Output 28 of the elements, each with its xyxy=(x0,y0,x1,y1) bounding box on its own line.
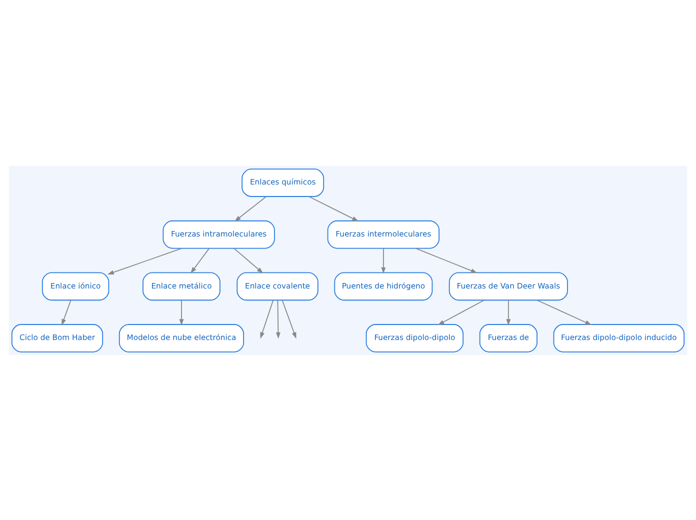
arrow xyxy=(276,299,280,338)
node-box: Fuerzas de xyxy=(479,324,538,352)
node-box: Fuerzas dipolo-dipolo xyxy=(366,324,464,352)
node-box: Fuerzas intermoleculares xyxy=(327,220,440,248)
arrow xyxy=(62,299,72,325)
arrow xyxy=(260,299,274,338)
arrow xyxy=(506,299,511,326)
node-box: Modelos de nube electrónica xyxy=(118,324,244,352)
node-box: Enlace iónico xyxy=(42,272,110,300)
node-box: Enlaces químicos xyxy=(242,168,324,196)
arrow xyxy=(179,299,184,326)
arrow xyxy=(234,248,264,273)
node-box: Fuerzas intramoleculares xyxy=(162,220,275,248)
arrow xyxy=(308,196,359,221)
arrow xyxy=(282,299,296,338)
arrow xyxy=(438,299,484,325)
arrow xyxy=(190,248,210,273)
node-box: Fuerzas dipolo-dipolo inducido xyxy=(553,324,685,352)
arrow xyxy=(234,196,266,222)
arrow xyxy=(416,247,478,273)
arrow xyxy=(381,248,386,274)
node-box: Fuerzas de Van Deer Waals xyxy=(448,272,568,300)
arrow xyxy=(107,247,182,274)
node-box: Ciclo de Bom Haber xyxy=(11,324,104,352)
node-box: Enlace metálico xyxy=(142,272,220,300)
arrow xyxy=(536,299,592,325)
node-box: Puentes de hidrógeno xyxy=(334,272,433,300)
node-box: Enlace covalente xyxy=(236,272,318,300)
